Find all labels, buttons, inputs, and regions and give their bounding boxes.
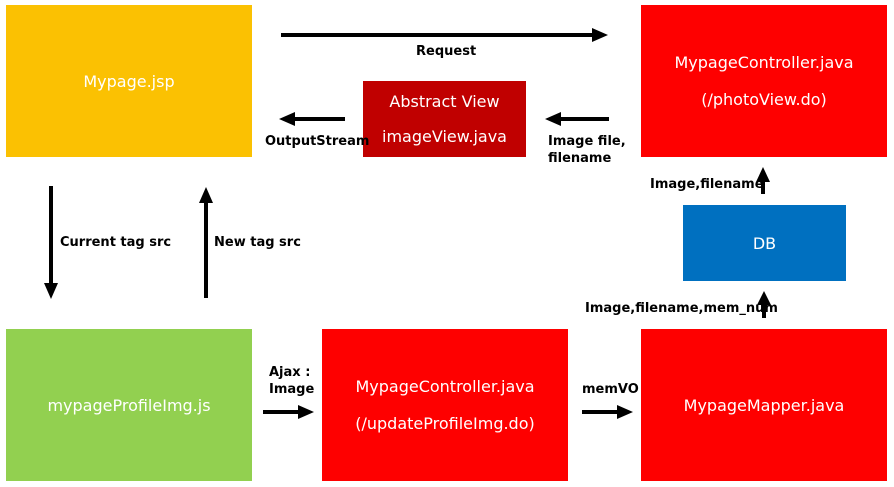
ajax-label-1: Ajax : [269, 365, 311, 380]
current-tag-arrow-head [44, 283, 58, 299]
db-box: DB [683, 205, 846, 281]
image-filename-memnum-label: Image,filename,mem_num [585, 301, 778, 316]
mapper-to-db-arrow-head [757, 291, 771, 305]
update-profile-controller-box: MypageController.java (/updateProfileImg… [322, 329, 568, 481]
mypage-mapper-label: MypageMapper.java [683, 395, 845, 415]
ajax-arrow-head [298, 405, 314, 419]
output-stream-label: OutputStream [265, 134, 370, 149]
profile-img-js-label: mypageProfileImg.js [47, 395, 211, 415]
profile-img-js-box: mypageProfileImg.js [6, 329, 252, 481]
photo-view-controller-path: (/photoView.do) [701, 90, 827, 109]
image-filename-label: Image,filename [650, 177, 764, 192]
mypage-jsp-box: Mypage.jsp [6, 5, 252, 157]
mypage-mapper-box: MypageMapper.java [641, 329, 887, 481]
memvo-label: memVO [582, 382, 639, 397]
abstract-view-class: imageView.java [382, 127, 507, 146]
image-file-label-1: Image file, [548, 134, 626, 149]
db-label: DB [752, 233, 777, 253]
image-file-label-2: filename [548, 151, 612, 166]
ajax-label-2: Image [269, 382, 315, 397]
update-profile-controller-title: MypageController.java [355, 377, 535, 396]
photo-view-controller-box: MypageController.java (/photoView.do) [641, 5, 887, 157]
abstract-view-title: Abstract View [389, 92, 500, 111]
new-tag-src-label: New tag src [214, 235, 301, 250]
db-to-controller-arrow-head [756, 167, 770, 182]
new-tag-arrow-head [199, 187, 213, 203]
request-arrow-head [592, 28, 608, 42]
photo-view-controller-title: MypageController.java [674, 53, 854, 72]
request-label: Request [416, 44, 477, 59]
memvo-arrow-head [617, 405, 633, 419]
abstract-view-box: Abstract View imageView.java [363, 81, 526, 157]
update-profile-controller-path: (/updateProfileImg.do) [355, 414, 535, 433]
mypage-jsp-label: Mypage.jsp [83, 71, 175, 91]
image-file-arrow-head [545, 112, 561, 126]
current-tag-src-label: Current tag src [60, 235, 172, 250]
output-stream-arrow-head [279, 112, 295, 126]
